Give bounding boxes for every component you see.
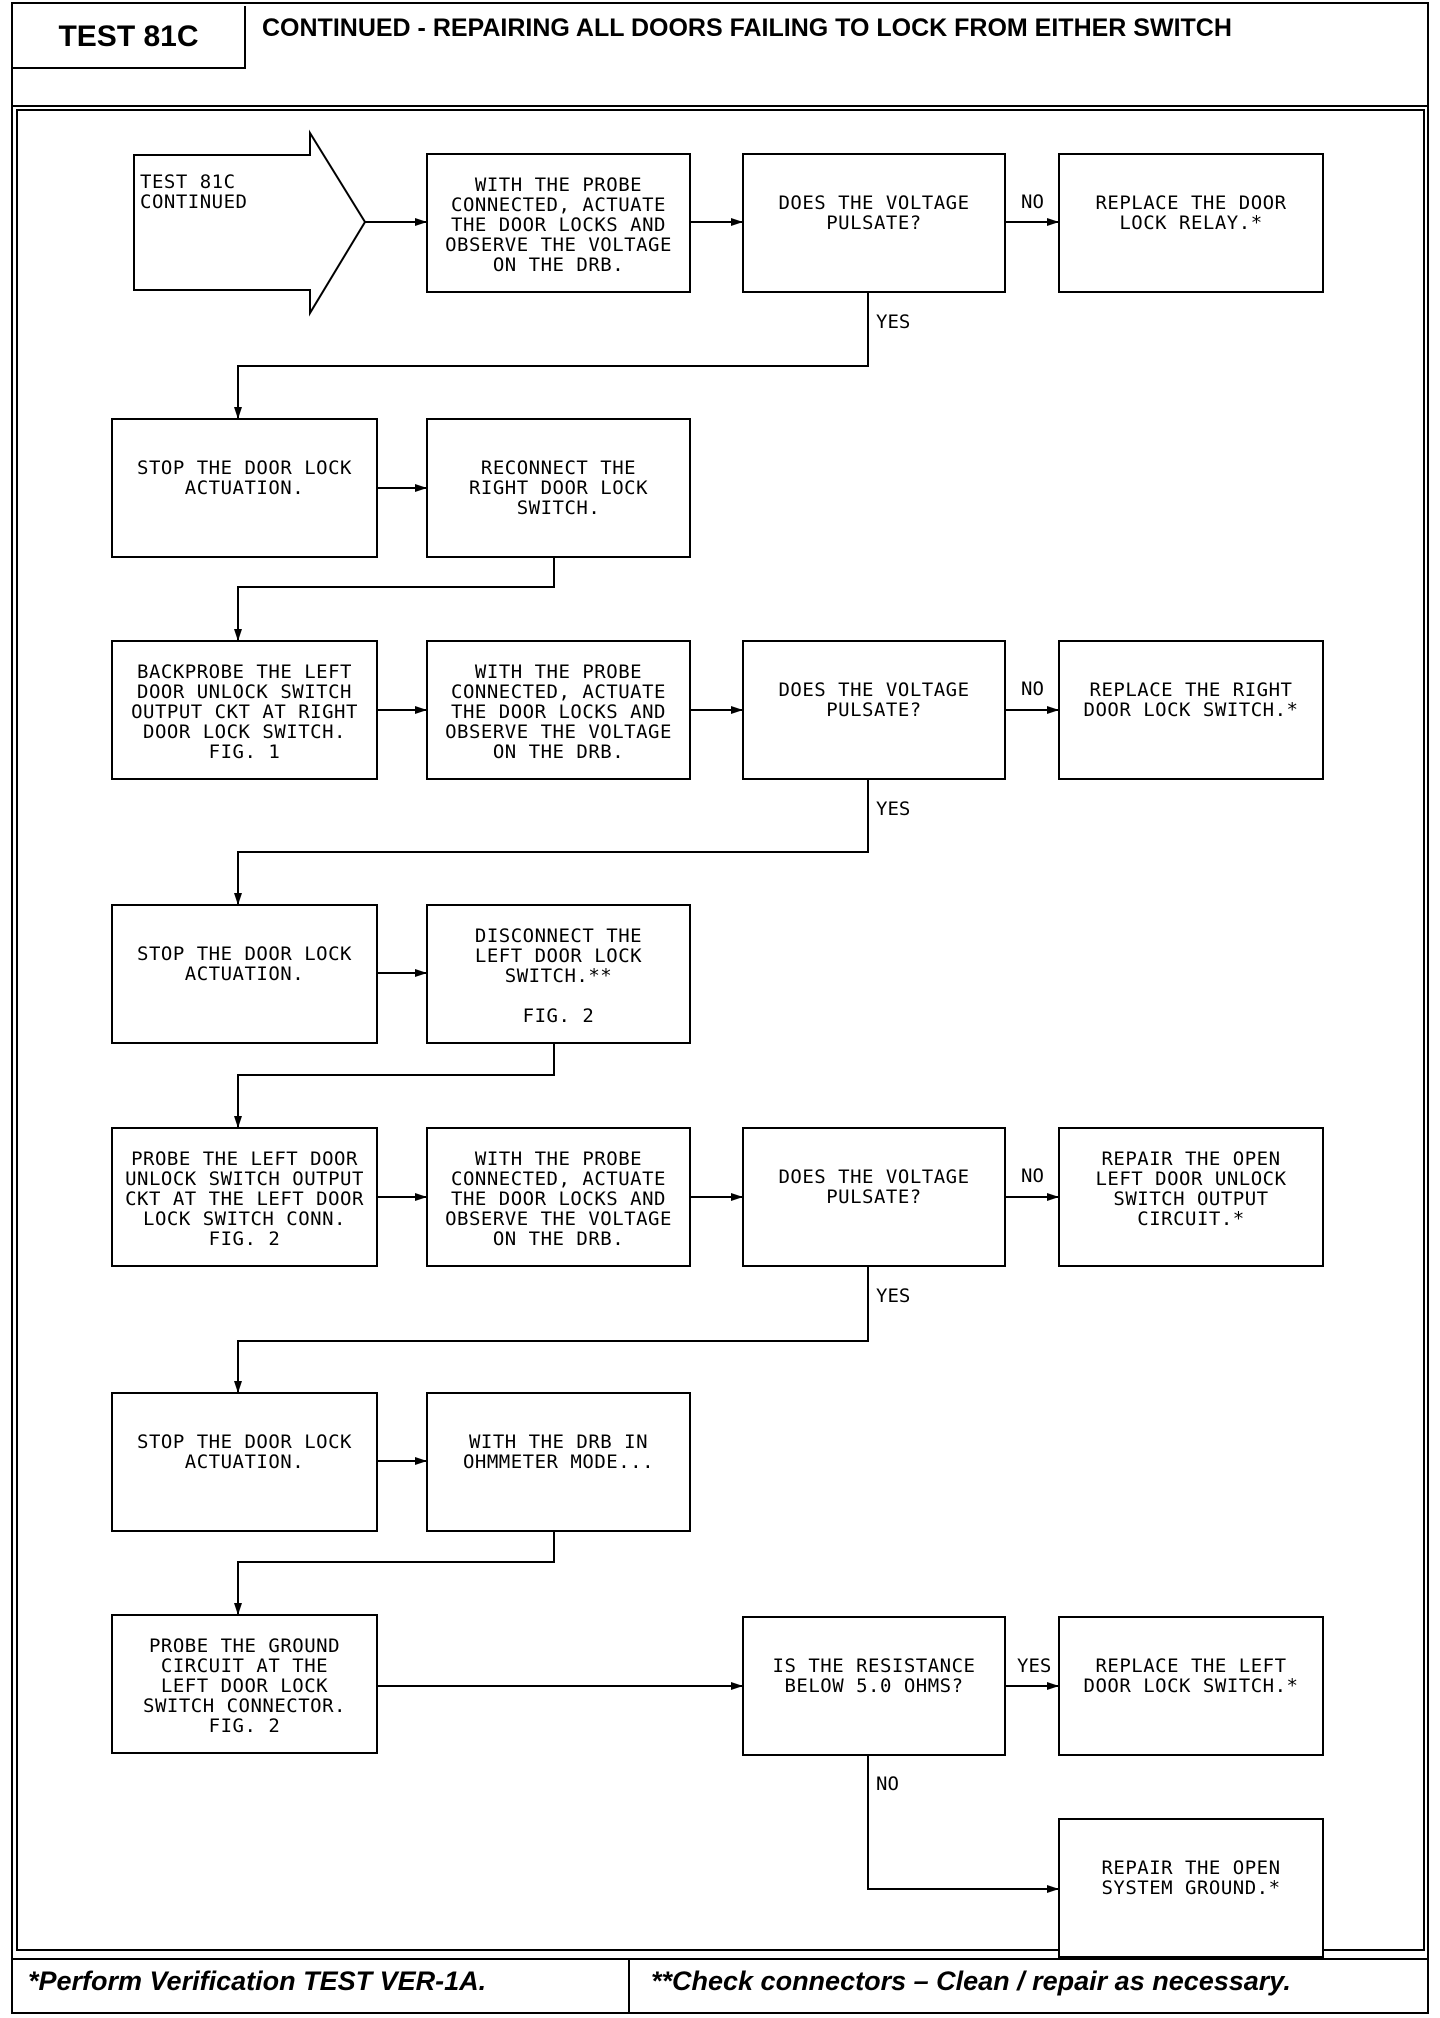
r6-action-box: WITH THE DRB IN OHMMETER MODE... xyxy=(426,1392,691,1532)
connector-r5-yes xyxy=(234,1267,869,1393)
start-label: TEST 81C CONTINUED xyxy=(140,171,248,213)
r7-yes-label: YES xyxy=(1017,1655,1052,1677)
r7-yes-result-box: REPLACE THE LEFT DOOR LOCK SWITCH.* xyxy=(1058,1616,1324,1756)
connector-r6-down xyxy=(234,1532,555,1615)
connector-r4-down xyxy=(234,1044,555,1128)
connector-r2-down xyxy=(234,558,555,641)
r2-action-box: RECONNECT THE RIGHT DOOR LOCK SWITCH. xyxy=(426,418,691,558)
header-divider xyxy=(13,105,1427,107)
r4-stop-box: STOP THE DOOR LOCK ACTUATION. xyxy=(111,904,378,1044)
r3-action-box: WITH THE PROBE CONNECTED, ACTUATE THE DO… xyxy=(426,640,691,780)
r5-action-box: WITH THE PROBE CONNECTED, ACTUATE THE DO… xyxy=(426,1127,691,1267)
page-title: CONTINUED - REPAIRING ALL DOORS FAILING … xyxy=(262,14,1232,42)
r5-result-box: REPAIR THE OPEN LEFT DOOR UNLOCK SWITCH … xyxy=(1058,1127,1324,1267)
r4-action-box: DISCONNECT THE LEFT DOOR LOCK SWITCH.** … xyxy=(426,904,691,1044)
r2-stop-box: STOP THE DOOR LOCK ACTUATION. xyxy=(111,418,378,558)
connector-r3-yes xyxy=(234,780,869,905)
r5-no-label: NO xyxy=(1021,1165,1044,1187)
r3-question-box: DOES THE VOLTAGE PULSATE? xyxy=(742,640,1006,780)
r3-backprobe-box: BACKPROBE THE LEFT DOOR UNLOCK SWITCH OU… xyxy=(111,640,378,780)
r3-result-box: REPLACE THE RIGHT DOOR LOCK SWITCH.* xyxy=(1058,640,1324,780)
r1-no-label: NO xyxy=(1021,191,1044,213)
page-frame xyxy=(11,2,1429,2014)
footer-divider xyxy=(13,1958,1427,1960)
r7-no-label: NO xyxy=(876,1773,899,1795)
connector-r1-yes xyxy=(234,293,869,419)
r3-no-label: NO xyxy=(1021,678,1044,700)
r1-question-box: DOES THE VOLTAGE PULSATE? xyxy=(742,153,1006,293)
test-id: TEST 81C xyxy=(13,6,246,69)
footer-column-divider xyxy=(628,1958,630,2012)
r1-action-box: WITH THE PROBE CONNECTED, ACTUATE THE DO… xyxy=(426,153,691,293)
r3-yes-label: YES xyxy=(876,798,911,820)
r6-stop-box: STOP THE DOOR LOCK ACTUATION. xyxy=(111,1392,378,1532)
r5-probe-box: PROBE THE LEFT DOOR UNLOCK SWITCH OUTPUT… xyxy=(111,1127,378,1267)
r7-probe-box: PROBE THE GROUND CIRCUIT AT THE LEFT DOO… xyxy=(111,1614,378,1754)
r7-question-box: IS THE RESISTANCE BELOW 5.0 OHMS? xyxy=(742,1616,1006,1756)
r1-yes-label: YES xyxy=(876,311,911,333)
flowchart-area xyxy=(16,109,1425,1951)
r5-yes-label: YES xyxy=(876,1285,911,1307)
r7-no-result-box: REPAIR THE OPEN SYSTEM GROUND.* xyxy=(1058,1818,1324,1958)
r5-question-box: DOES THE VOLTAGE PULSATE? xyxy=(742,1127,1006,1267)
r1-result-box: REPLACE THE DOOR LOCK RELAY.* xyxy=(1058,153,1324,293)
footer-note-verification: *Perform Verification TEST VER-1A. xyxy=(28,1966,487,1996)
start-arrow-shape xyxy=(133,129,367,317)
connector-r7-no xyxy=(867,1756,1059,1893)
footer-note-connectors: **Check connectors – Clean / repair as n… xyxy=(651,1966,1291,1996)
